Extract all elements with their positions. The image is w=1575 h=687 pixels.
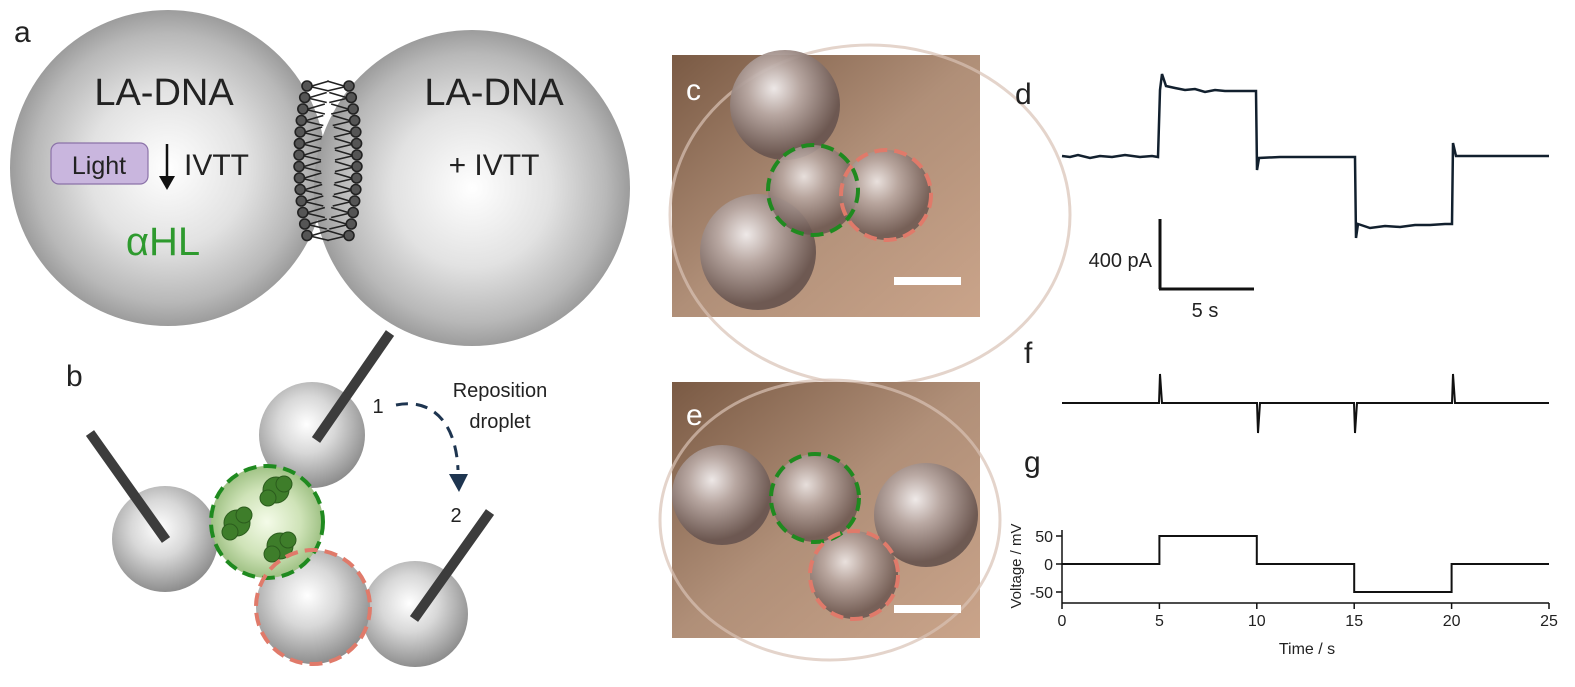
scale-label-time: 5 s [1192, 300, 1219, 322]
panel-letter-g: g [1024, 446, 1041, 479]
green-dashed-circle-e [769, 452, 861, 544]
x-tick-label: 25 [1540, 613, 1558, 630]
y-tick-label: -50 [1030, 585, 1053, 602]
panel-b: b 1 2 Reposition droplet [66, 330, 548, 667]
protein-icon [221, 475, 297, 563]
right-ivtt-label: + IVTT [449, 149, 540, 182]
green-dashed-circle-b [209, 464, 325, 580]
alpha-hl-label: αHL [126, 220, 200, 264]
panel-c-photo: c [668, 43, 1072, 387]
panel-d: d 400 pA 5 s [1015, 73, 1549, 322]
green-dashed-circle-c [766, 143, 860, 237]
panel-e-photo: e [658, 378, 1002, 662]
panel-letter-d: d [1015, 78, 1032, 111]
ivtt-label: IVTT [184, 149, 249, 182]
panel-letter-f: f [1024, 337, 1033, 370]
reposition-label-2: droplet [469, 411, 531, 433]
electrode-icon [85, 330, 495, 622]
droplet-b-green [211, 466, 323, 578]
step-1-label: 1 [372, 396, 383, 418]
red-dashed-circle-c [839, 148, 933, 242]
scale-bar-c [894, 277, 961, 285]
droplet-b-red [256, 550, 370, 664]
x-tick-label: 10 [1248, 613, 1266, 630]
x-tick-label: 20 [1443, 613, 1461, 630]
y-tick-label: 0 [1044, 557, 1053, 574]
panel-letter-b: b [66, 360, 83, 393]
x-axis-label: Time / s [1279, 641, 1335, 658]
panel-letter-c: c [686, 74, 701, 107]
left-droplet-label: LA-DNA [94, 72, 234, 114]
right-droplet-label: LA-DNA [424, 72, 564, 114]
y-axis-label: Voltage / mV [1008, 523, 1025, 608]
panel-letter-e: e [686, 399, 703, 432]
lipid-bilayer-icon [293, 80, 363, 242]
reposition-arrow-icon [395, 402, 468, 492]
red-dashed-circle-b [254, 548, 372, 666]
panel-letter-a: a [14, 16, 31, 49]
droplet-right [314, 30, 630, 346]
step-2-label: 2 [450, 505, 461, 527]
current-trace [1061, 73, 1549, 239]
scale-bar-e [894, 605, 961, 613]
y-tick-label: 50 [1035, 529, 1053, 546]
scale-label-current: 400 pA [1089, 250, 1153, 272]
down-arrow-icon [159, 144, 175, 190]
x-tick-label: 0 [1058, 613, 1067, 630]
scale-bar-d [1158, 219, 1254, 291]
reposition-label-1: Reposition [453, 380, 548, 402]
x-tick-label: 5 [1155, 613, 1164, 630]
panel-a: a LA-DNA LA-DNA Light IVTT αHL + IVTT [10, 10, 630, 346]
x-tick-label: 15 [1345, 613, 1363, 630]
panel-f: f [1024, 337, 1549, 434]
voltage-series-line [1062, 535, 1549, 593]
light-label: Light [72, 152, 126, 180]
red-dashed-circle-e [808, 529, 900, 621]
capacitive-trace [1062, 373, 1549, 434]
light-box [50, 142, 149, 185]
